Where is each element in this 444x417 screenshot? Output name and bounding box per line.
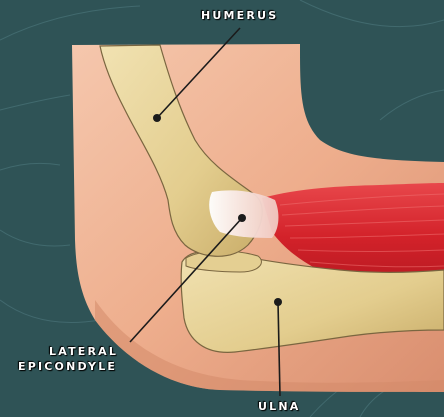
lateral-epicondyle-label-line1: LATERAL <box>49 346 118 358</box>
lateral-epicondyle-label-line2: EPICONDYLE <box>18 361 117 373</box>
humerus-label: HUMERUS <box>201 10 278 22</box>
common-extensor-tendon <box>209 190 278 238</box>
ulna-label: ULNA <box>258 401 300 413</box>
